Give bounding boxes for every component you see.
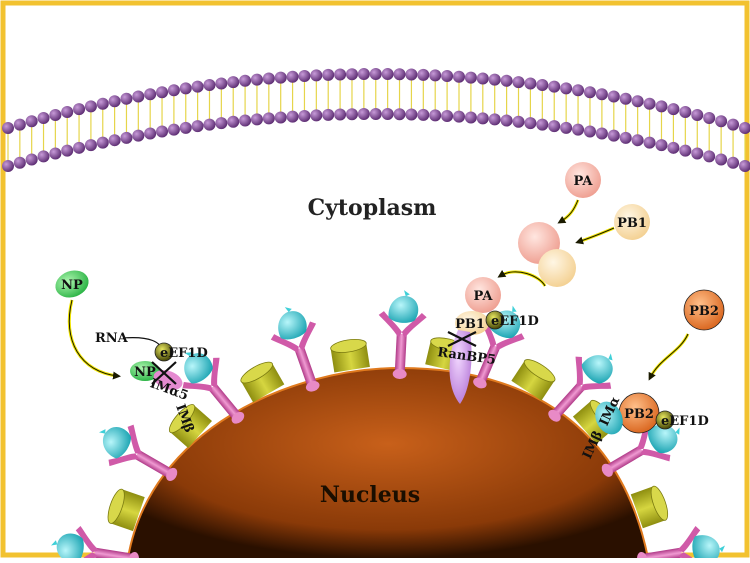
- eef1d-mid: [485, 310, 505, 330]
- pa-free-label: PA: [574, 174, 594, 189]
- pb2-free: [683, 289, 725, 331]
- block-cross-left: [151, 361, 177, 385]
- pa-free: [565, 162, 601, 198]
- eef1d-left-label: eEF1D: [160, 346, 208, 361]
- pb2-free-label: PB2: [689, 304, 719, 319]
- nucleus-body: [128, 368, 648, 558]
- ranbp5-protein: [449, 330, 472, 404]
- pb2-import-arrow: [648, 333, 689, 381]
- cytoplasm-label: Cytoplasm: [308, 195, 437, 221]
- eef1d-right: [655, 410, 675, 430]
- eef1d-right-label: eEF1D: [661, 414, 709, 429]
- rna-label: RNA: [95, 331, 129, 346]
- np-import-arrow: [68, 299, 121, 380]
- pb1-bound: [455, 311, 489, 335]
- eef1d-mid-label: eEF1D: [491, 314, 539, 329]
- nucleus-label: Nucleus: [320, 482, 420, 508]
- pb1-free-label: PB1: [617, 216, 647, 231]
- pb1-bound-label: PB1: [455, 317, 485, 332]
- pb2-bound-label: PB2: [624, 407, 654, 422]
- pa-pb1-pathway: PA PB1 PA PB1 eEF1D RanBP5: [436, 162, 650, 404]
- np-bound: [130, 361, 160, 381]
- block-cross-mid: [447, 331, 477, 347]
- np-free-label: NP: [61, 278, 83, 293]
- pa-pb1-complex-pb1: [538, 249, 576, 287]
- eef1d-left: [154, 342, 174, 362]
- cell-membrane: [2, 68, 750, 172]
- pb1-free: [614, 204, 650, 240]
- np-bound-label: NP: [134, 365, 156, 380]
- np-free: [55, 270, 89, 298]
- pa-bound: [465, 277, 501, 313]
- imalpha-right-protein: [595, 401, 623, 435]
- pa-bound-label: PA: [474, 289, 494, 304]
